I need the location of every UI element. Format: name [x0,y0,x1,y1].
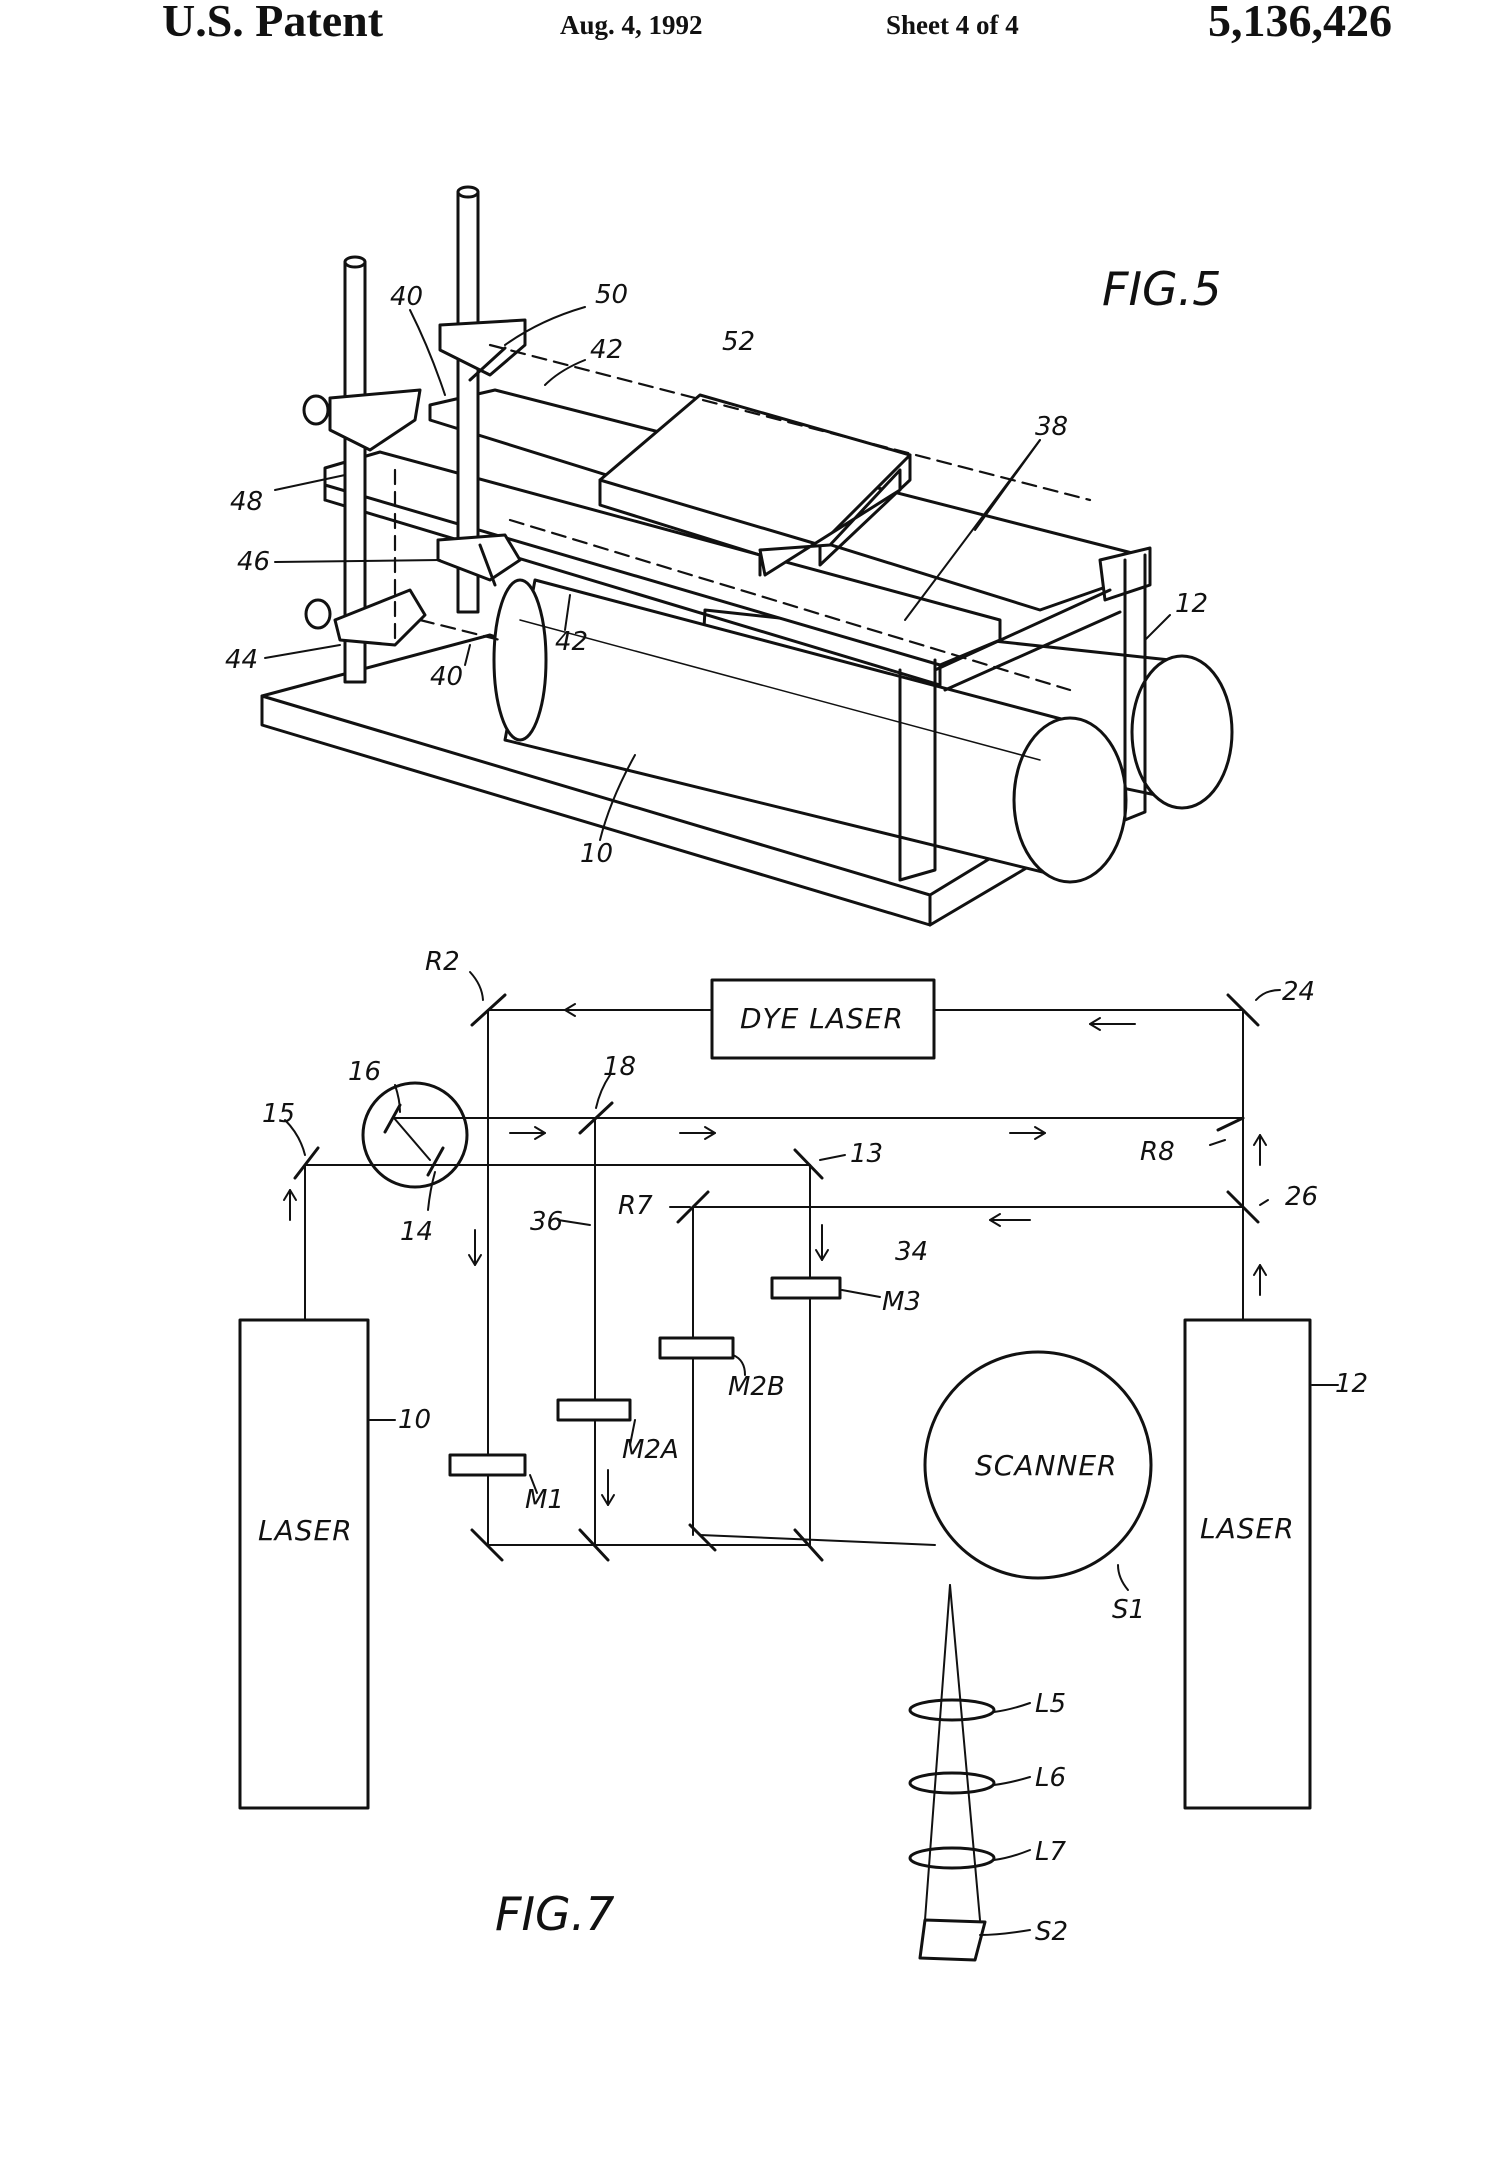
fig5-label-42a: 42 [590,335,623,365]
fig7-label-16: 16 [348,1057,381,1087]
fig5-title: FIG.5 [1102,262,1222,316]
block-52 [598,393,912,577]
fig7-label-13: 13 [850,1139,883,1169]
lens-train [908,1584,996,1962]
fig7-label-34: 34 [895,1237,928,1267]
laser-tube-10 [492,578,1128,884]
fig7-label-L7: L7 [1035,1837,1066,1867]
header-title: U.S. Patent [162,0,384,46]
fig7-mirrors [293,993,1260,1562]
fig5-label-52: 52 [722,327,755,357]
fig7-beams [304,1009,1244,1546]
laser-right-label: LASER [1200,1512,1295,1545]
scanner-label: SCANNER [975,1449,1118,1482]
fig5-label-40b: 40 [430,662,463,692]
fig5-label-40a: 40 [390,282,423,312]
mirror-mount-50 [438,318,527,382]
header-sheet: Sheet 4 of 4 [886,10,1019,40]
fig5-label-50: 50 [595,280,628,310]
mirror-mount-46 [436,533,522,587]
fig5-label-38: 38 [1035,412,1068,442]
post-left [343,255,367,684]
fig5-leaders [264,306,1171,841]
dye-laser-box [710,978,936,1060]
fig7-label-M2B: M2B [728,1372,785,1402]
fig5-label-10: 10 [580,839,613,869]
fig5-label-48: 48 [230,487,263,517]
fig7-label-18: 18 [603,1052,636,1082]
fig7-filters [448,1276,842,1477]
dye-laser-label: DYE LASER [740,1002,904,1035]
laser-left-label: LASER [258,1514,353,1547]
fig7-arrows [283,1003,1267,1506]
fig7-label-M3: M3 [882,1287,921,1317]
mirror-mount-44 [304,588,427,647]
fig5-drawing [260,185,1234,927]
mirror-mount-48 [302,388,422,452]
end-frame [898,546,1152,882]
fig7-label-L6: L6 [1035,1763,1066,1793]
fig7-leaders [284,971,1339,1936]
header-patent-number: 5,136,426 [1208,0,1392,46]
fig7-title: FIG.7 [495,1887,615,1941]
scanner-circle [923,1350,1153,1580]
post-right [456,185,480,614]
fig7-label-10: 10 [398,1405,431,1435]
fig7-label-R8: R8 [1140,1137,1175,1167]
fig7-label-R2: R2 [425,947,460,977]
fig7-label-12: 12 [1335,1369,1368,1399]
fig7-label-S2: S2 [1035,1917,1068,1947]
fig5-label-12: 12 [1175,589,1208,619]
fig5-label-42b: 42 [555,627,588,657]
fig7-label-M1: M1 [525,1485,564,1515]
laser-right-box [1183,1318,1312,1810]
fig7-label-26: 26 [1285,1182,1318,1212]
header-date: Aug. 4, 1992 [560,10,703,40]
fig5-beams [393,343,1092,692]
fig7-label-36: 36 [530,1207,563,1237]
fig5-label-44: 44 [225,645,258,675]
fig7-drawing [238,971,1339,1962]
fig7-label-14: 14 [400,1217,433,1247]
fig7-label-15: 15 [262,1099,295,1129]
fig7-label-R7: R7 [618,1191,653,1221]
fig7-label-24: 24 [1282,977,1315,1007]
fig7-label-L5: L5 [1035,1689,1066,1719]
fig7-label-S1: S1 [1112,1595,1145,1625]
laser-left-box [238,1318,370,1810]
fig7-label-M2A: M2A [622,1435,679,1465]
fig5-label-46: 46 [237,547,270,577]
beam-combiner-circle [361,1081,469,1189]
